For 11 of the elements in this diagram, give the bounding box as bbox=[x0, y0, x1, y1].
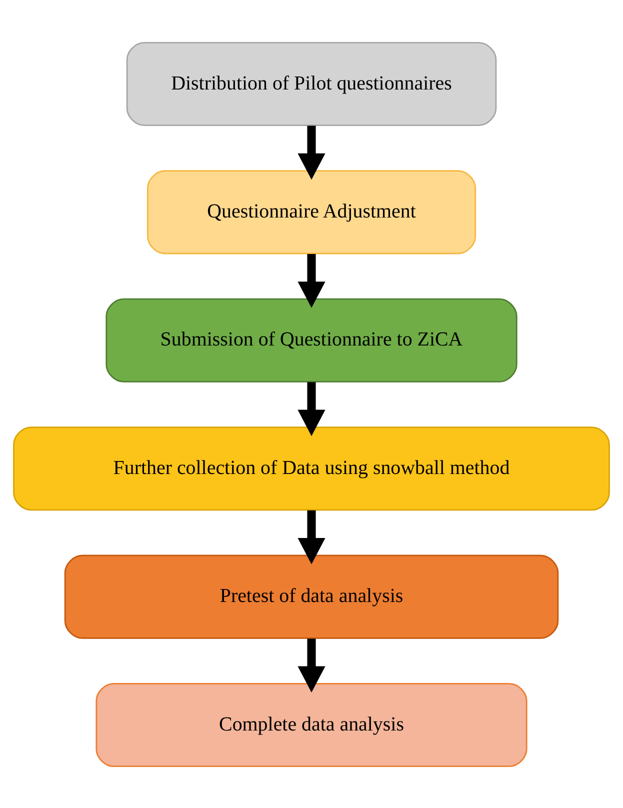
node-box: Questionnaire Adjustment bbox=[146, 170, 476, 254]
arrow bbox=[298, 125, 326, 180]
node-box: Further collection of Data using snowball method bbox=[13, 426, 610, 510]
arrow bbox=[298, 510, 326, 564]
node-box: Pretest of data analysis bbox=[64, 554, 559, 638]
node-box: Distribution of Pilot questionnaires bbox=[126, 41, 497, 126]
arrow bbox=[298, 253, 326, 308]
arrow bbox=[298, 382, 326, 436]
node-box: Complete data analysis bbox=[96, 682, 528, 767]
node-box: Submission of Questionnaire to ZiCA bbox=[106, 298, 518, 382]
arrow bbox=[298, 638, 326, 692]
